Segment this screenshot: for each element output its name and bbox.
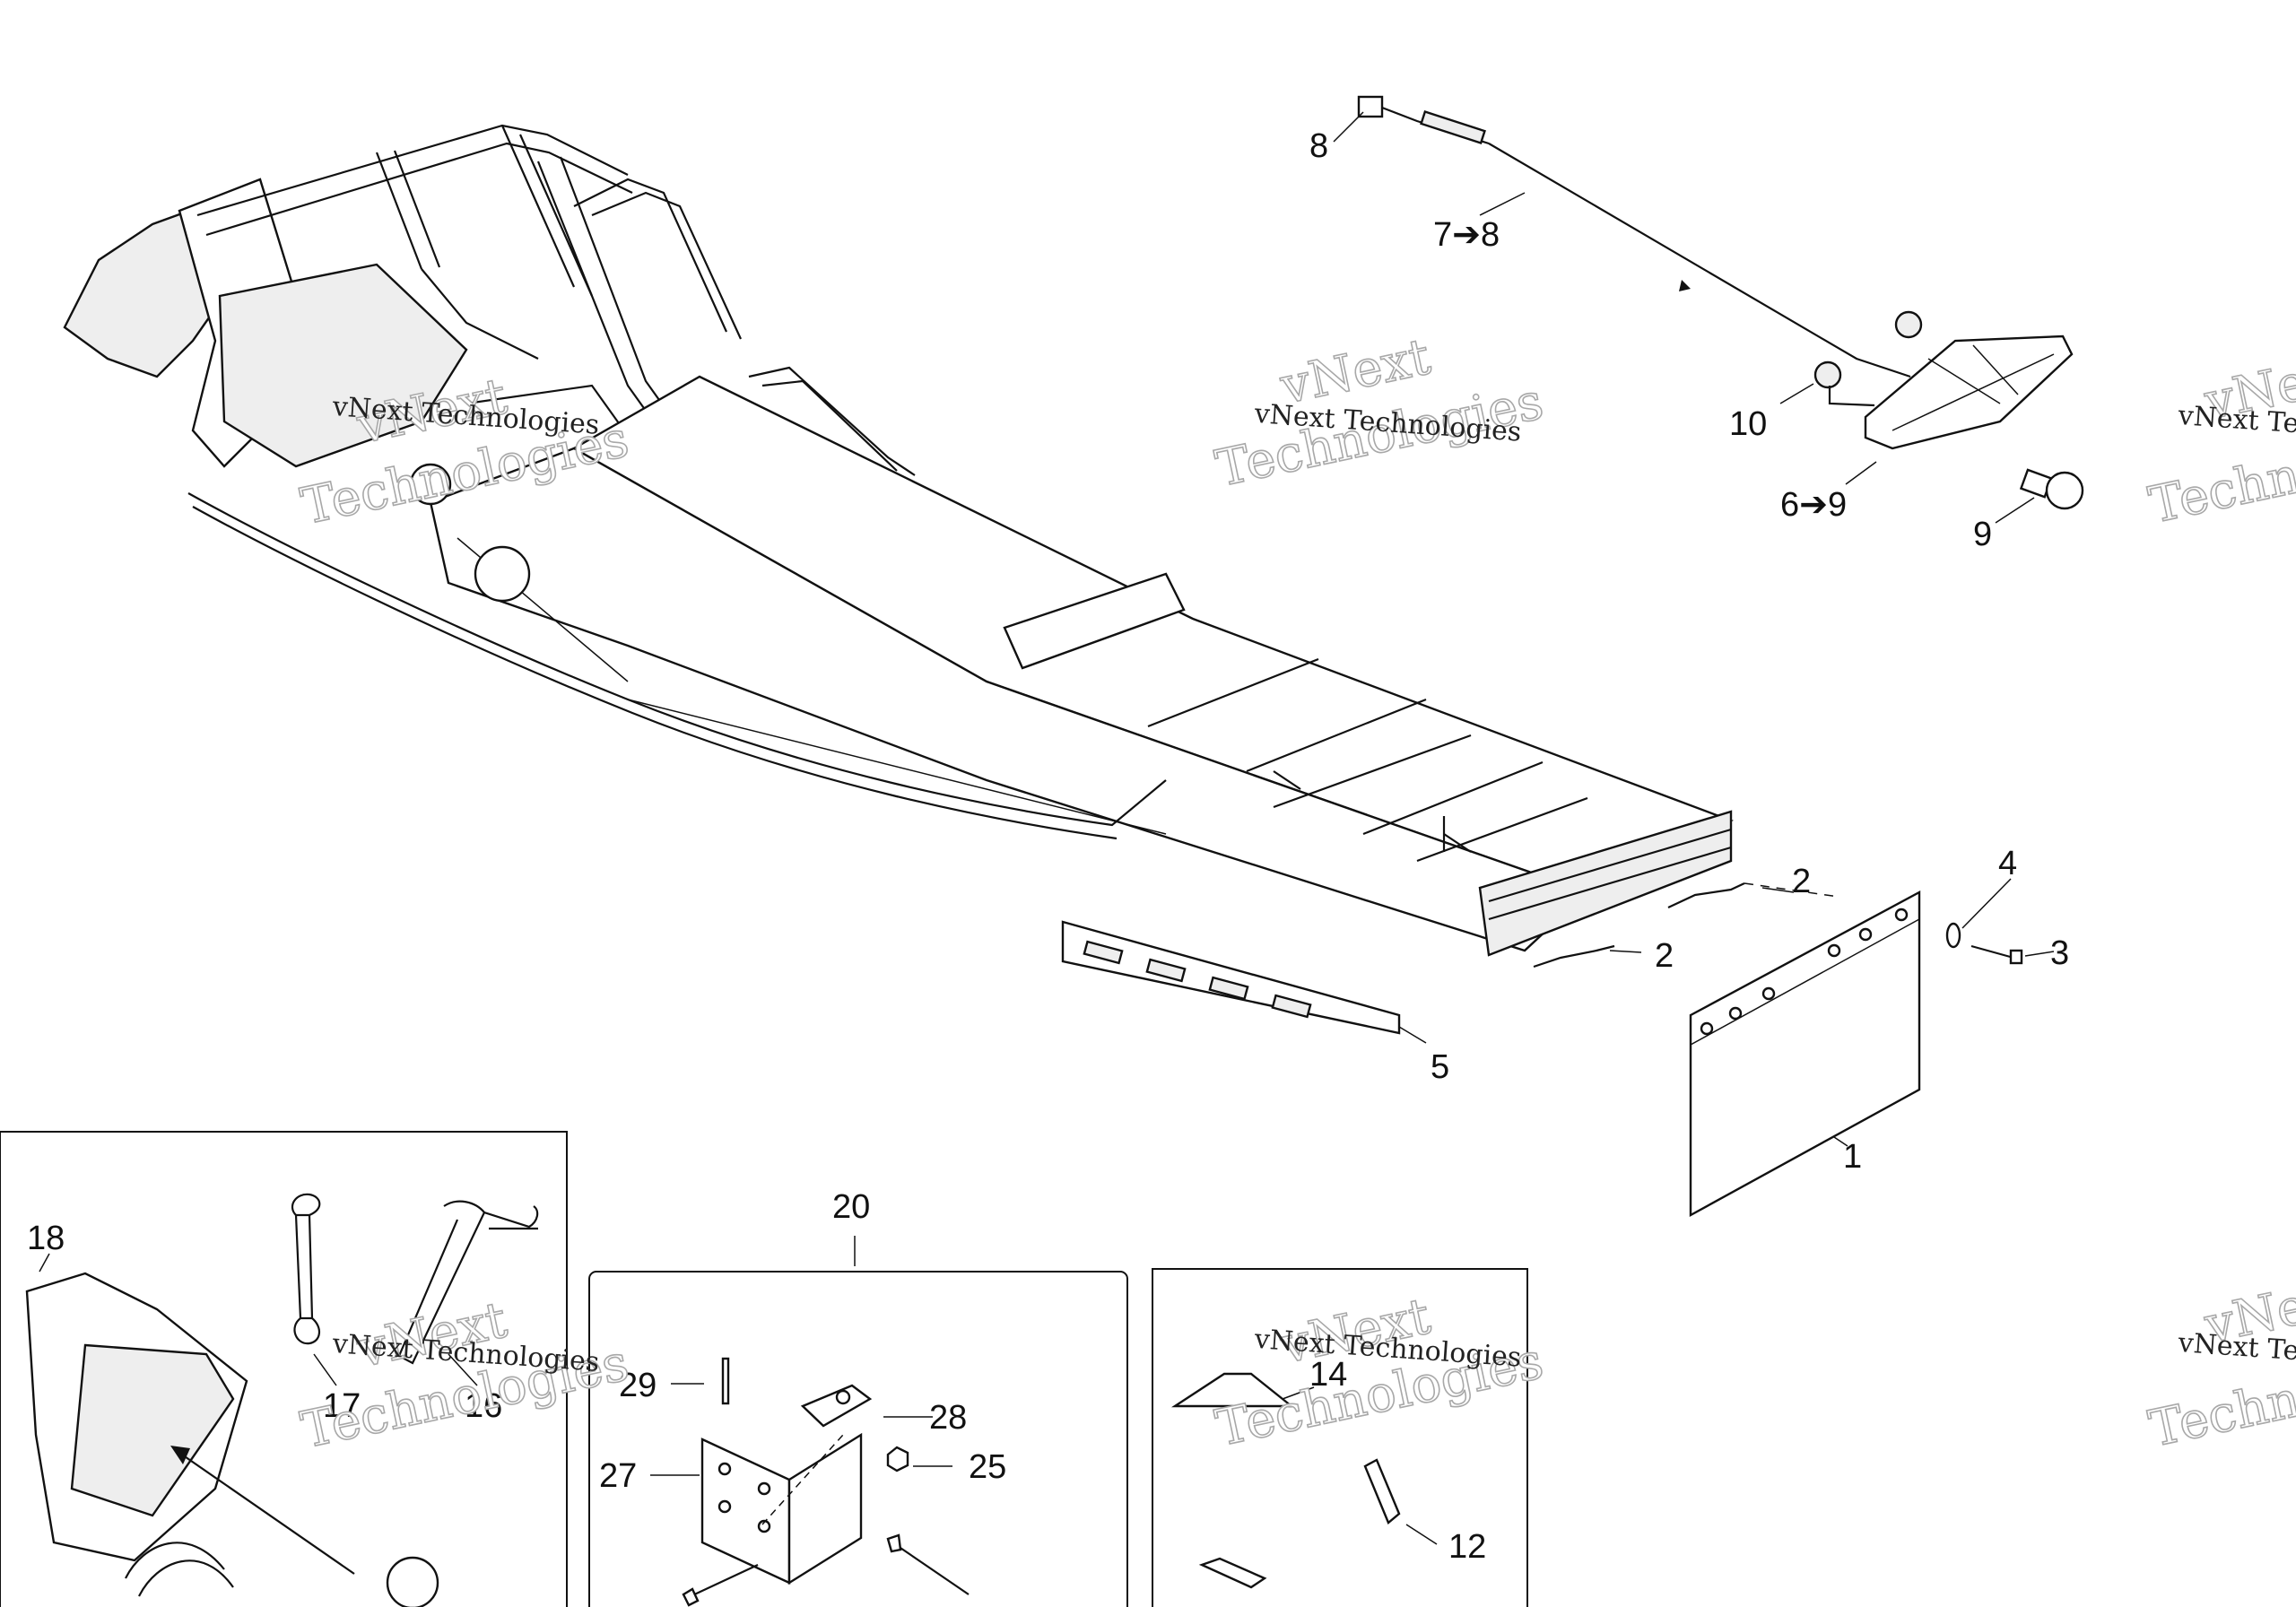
callout-labels: 8 7➔8 10 6➔9 9 4 2 3 2 5 1 18 17 16 20 2…	[27, 127, 2069, 1566]
hitch-kit-box	[588, 1271, 1128, 1607]
callout-16: 16	[465, 1387, 502, 1425]
callout-6-9: 6➔9	[1780, 486, 1847, 524]
callout-27: 27	[599, 1457, 637, 1495]
nut-icon	[886, 1446, 909, 1472]
spanner-icon	[397, 1200, 539, 1365]
tool-kit-parts	[25, 1193, 539, 1607]
mud-flap-assembly	[1533, 882, 2023, 1218]
screw-icon	[2009, 949, 2023, 965]
callout-2-upper: 2	[1792, 863, 1811, 900]
chassis-frame	[63, 124, 1734, 957]
hitch-kit-parts	[682, 1357, 970, 1607]
tool-kit-box	[0, 1131, 568, 1607]
callout-17: 17	[323, 1387, 361, 1425]
pin-icon	[721, 1357, 730, 1405]
taillight-assembly	[1357, 95, 2084, 510]
bulb-icon	[2019, 468, 2084, 510]
decal-kit-box	[1152, 1268, 1528, 1607]
svg-text:vNext Technologies: vNext Technologies	[2177, 1327, 2296, 1377]
callout-12: 12	[1448, 1528, 1486, 1566]
callout-25: 25	[969, 1448, 1006, 1486]
callout-14: 14	[1309, 1356, 1347, 1394]
callout-2-lower: 2	[1655, 937, 1674, 975]
decal-icon	[1170, 1372, 1295, 1408]
grommet-icon	[1813, 360, 1842, 389]
callout-1: 1	[1843, 1138, 1862, 1176]
callout-3: 3	[2050, 934, 2069, 972]
callout-5: 5	[1431, 1048, 1449, 1086]
callout-10: 10	[1729, 405, 1767, 443]
callout-4: 4	[1998, 845, 2017, 882]
callout-18: 18	[27, 1220, 65, 1257]
grommet-icon	[1894, 310, 1923, 339]
callout-20: 20	[832, 1188, 870, 1226]
callout-29: 29	[619, 1367, 657, 1404]
decal-kit-parts	[1170, 1372, 1401, 1589]
slide-rail	[1061, 920, 1401, 1035]
wrench-icon	[291, 1193, 321, 1345]
leader-lines	[39, 111, 2055, 1545]
callout-7-8: 7➔8	[1433, 216, 1500, 254]
callout-9: 9	[1973, 516, 1992, 553]
callout-8: 8	[1309, 127, 1328, 165]
washer-icon	[1945, 922, 1961, 949]
svg-text:vNext Technologies: vNext Technologies	[2177, 400, 2296, 450]
callout-28: 28	[929, 1399, 967, 1437]
connector-icon	[1357, 95, 1384, 118]
